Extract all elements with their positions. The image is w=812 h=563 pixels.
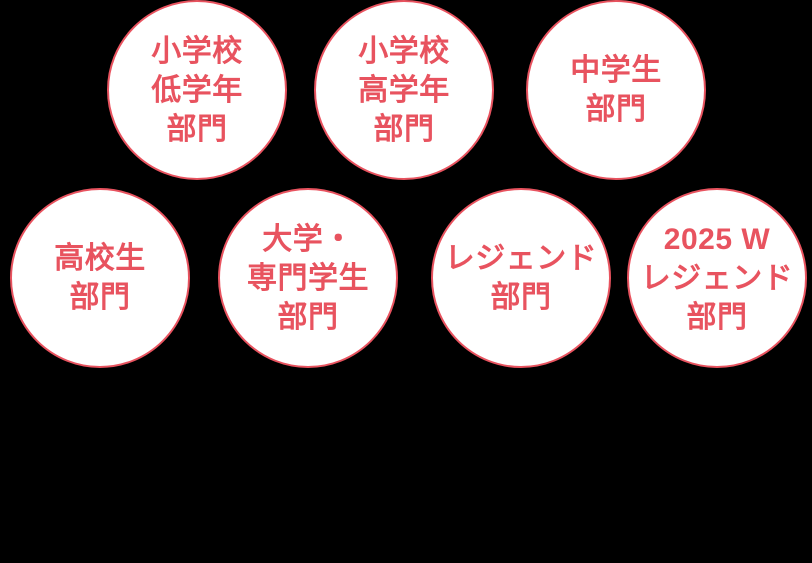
division-bubble-legend[interactable]: レジェンド 部門 bbox=[431, 188, 611, 368]
division-label: 中学生 部門 bbox=[570, 51, 662, 129]
division-bubble-elementary-lower[interactable]: 小学校 低学年 部門 bbox=[107, 0, 287, 180]
division-bubble-w-legend-2025[interactable]: 2025 W レジェンド 部門 bbox=[627, 188, 807, 368]
division-label: 大学・ 専門学生 部門 bbox=[247, 220, 369, 337]
division-label-line: 部門 bbox=[490, 281, 552, 314]
division-label-line: レジェンド bbox=[640, 261, 794, 295]
division-label-line: 部門 bbox=[69, 281, 131, 314]
division-label: 小学校 高学年 部門 bbox=[358, 32, 450, 149]
division-bubble-junior-high[interactable]: 中学生 部門 bbox=[526, 0, 706, 180]
division-label-line: 高校生 bbox=[54, 242, 146, 275]
division-label-line: 2025 W bbox=[663, 222, 771, 256]
division-label-line: 低学年 bbox=[151, 73, 243, 107]
division-bubble-high-school[interactable]: 高校生 部門 bbox=[10, 188, 190, 368]
division-label: レジェンド 部門 bbox=[445, 239, 598, 317]
division-label: 小学校 低学年 部門 bbox=[151, 32, 243, 149]
division-label-line: 部門 bbox=[277, 300, 339, 334]
division-label-line: 小学校 bbox=[358, 34, 450, 68]
division-bubble-university[interactable]: 大学・ 専門学生 部門 bbox=[218, 188, 398, 368]
division-label-line: レジェンド bbox=[444, 242, 598, 275]
division-bubble-elementary-upper[interactable]: 小学校 高学年 部門 bbox=[314, 0, 494, 180]
division-label: 2025 W レジェンド 部門 bbox=[641, 220, 794, 337]
division-label-line: 部門 bbox=[585, 93, 647, 126]
division-label-line: 高学年 bbox=[358, 73, 450, 107]
division-label-line: 専門学生 bbox=[247, 261, 369, 295]
division-label-line: 部門 bbox=[686, 300, 748, 334]
division-label-line: 部門 bbox=[373, 112, 435, 146]
division-label-line: 小学校 bbox=[151, 34, 243, 68]
division-label: 高校生 部門 bbox=[54, 239, 146, 317]
division-label-line: 大学・ bbox=[262, 222, 354, 256]
division-label-line: 中学生 bbox=[570, 54, 662, 87]
division-label-line: 部門 bbox=[166, 112, 228, 146]
